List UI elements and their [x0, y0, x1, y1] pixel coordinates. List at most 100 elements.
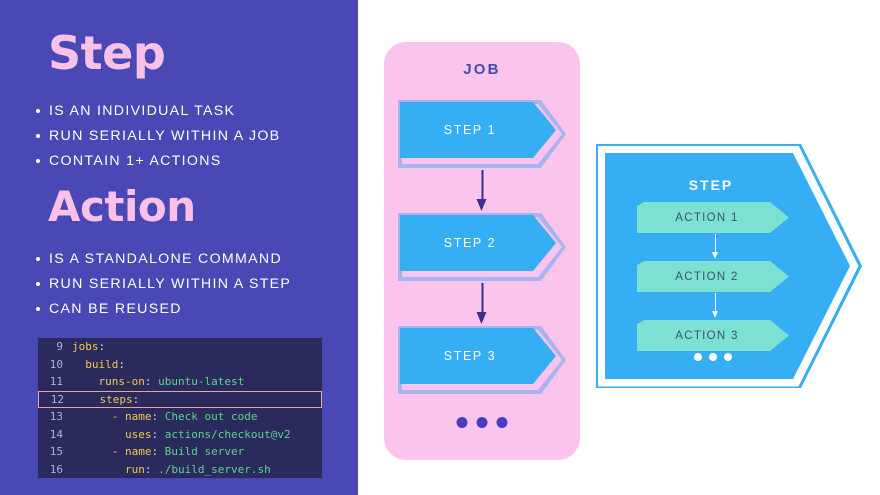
bullet-text: IS AN INDIVIDUAL TASK	[49, 103, 236, 119]
code-indent	[72, 375, 99, 388]
action-label: ACTION 2	[675, 270, 739, 283]
code-indent	[72, 463, 125, 476]
code-colon: :	[144, 375, 152, 389]
arrow-head	[712, 311, 719, 318]
arrow-head	[476, 199, 487, 211]
left-info-panel: Step IS AN INDIVIDUAL TASK RUN SERIALLY …	[0, 0, 358, 495]
code-dash: -	[111, 445, 125, 459]
job-step-1[interactable]: STEP 1	[398, 100, 566, 168]
code-indent	[72, 410, 112, 423]
code-key: runs-on	[98, 375, 145, 389]
step-chevron-fill: STEP 2	[400, 215, 556, 271]
list-item: RUN SERIALLY WITHIN A STEP	[36, 272, 291, 297]
action-2[interactable]: ACTION 2	[637, 261, 789, 292]
step-more-dots-icon	[694, 353, 732, 361]
dot	[709, 353, 717, 361]
code-colon: :	[118, 357, 125, 371]
code-value: ./build_server.sh	[151, 462, 271, 476]
code-line-text: runs-on: ubuntu-latest	[72, 375, 245, 389]
action-1[interactable]: ACTION 1	[637, 202, 789, 233]
down-arrow-icon	[712, 293, 719, 319]
code-value: ubuntu-latest	[151, 375, 245, 389]
step-chevron-fill: STEP 3	[400, 328, 556, 384]
bullet-text: CAN BE REUSED	[49, 300, 182, 317]
code-line-text: steps:	[73, 392, 140, 406]
code-line-number: 12	[50, 392, 64, 406]
bullet-text: RUN SERIALLY WITHIN A JOB	[49, 127, 281, 144]
code-line-number: 16	[49, 462, 63, 476]
code-colon: :	[144, 462, 152, 476]
job-more-dots-icon	[456, 417, 508, 428]
dot	[476, 417, 488, 428]
action-label: ACTION 3	[675, 329, 739, 342]
bullet-dot-icon	[36, 158, 40, 163]
action-chevron-fill	[637, 261, 789, 292]
action-chevron-fill	[637, 320, 789, 351]
code-value: Build server	[158, 445, 245, 459]
bullet-text: CONTAIN 1+ ACTIONS	[49, 152, 222, 169]
code-line: 13 - name: Check out code	[38, 408, 322, 426]
arrow-shaft	[715, 293, 717, 313]
code-key: run	[124, 462, 145, 476]
bullet-text: IS A STANDALONE COMMAND	[49, 251, 283, 267]
list-item: RUN SERIALLY WITHIN A JOB	[36, 124, 280, 149]
code-line-number: 13	[49, 410, 63, 424]
action-label: ACTION 1	[675, 211, 739, 224]
step-chevron-fill: STEP 1	[400, 102, 556, 158]
list-item: IS A STANDALONE COMMAND	[36, 247, 291, 272]
code-line-text: run: ./build_server.sh	[72, 463, 271, 476]
code-key: jobs	[72, 340, 99, 354]
bullet-dot-icon	[36, 306, 40, 311]
arrow-shaft	[481, 170, 483, 201]
arrow-head	[712, 252, 719, 259]
action-3[interactable]: ACTION 3	[637, 320, 789, 351]
code-line-number: 14	[49, 427, 63, 441]
code-indent	[72, 445, 112, 458]
down-arrow-icon	[476, 283, 488, 324]
code-line-number: 11	[49, 375, 63, 389]
code-line-number: 15	[49, 445, 63, 459]
code-key: steps	[99, 392, 133, 406]
step-panel-title: STEP	[688, 177, 734, 193]
code-indent	[72, 428, 125, 441]
job-step-3[interactable]: STEP 3	[398, 326, 566, 394]
code-line-text: jobs:	[72, 340, 105, 353]
code-key: build	[85, 357, 119, 371]
bullet-dot-icon	[36, 109, 40, 114]
dot	[724, 353, 732, 361]
code-value: Check out code	[158, 410, 258, 424]
code-line: 15 - name: Build server	[38, 443, 322, 461]
code-colon: :	[151, 427, 159, 441]
list-item: CONTAIN 1+ ACTIONS	[36, 149, 280, 174]
job-step-2[interactable]: STEP 2	[398, 213, 566, 281]
bullet-dot-icon	[36, 257, 40, 262]
job-panel-title: JOB	[463, 61, 501, 78]
bullet-text: RUN SERIALLY WITHIN A STEP	[49, 275, 292, 292]
job-panel: JOB STEP 1 STEP 2 STE	[384, 42, 580, 460]
step-panel: STEP ACTION 1 ACTION 2 ACTION 3	[596, 144, 862, 388]
code-value: actions/checkout@v2	[158, 427, 291, 441]
code-line: 12 steps:	[38, 390, 322, 408]
step-label: STEP 2	[443, 236, 497, 250]
step-label: STEP 3	[443, 349, 497, 363]
code-line: 10 build:	[38, 356, 322, 374]
code-line: 16 run: ./build_server.sh	[38, 461, 322, 479]
code-colon: :	[151, 410, 159, 424]
code-line: 11 runs-on: ubuntu-latest	[38, 373, 322, 391]
code-colon: :	[98, 340, 106, 354]
bullet-dot-icon	[36, 134, 40, 139]
dot	[694, 353, 702, 361]
action-bullet-list: IS A STANDALONE COMMAND RUN SERIALLY WIT…	[36, 247, 291, 321]
step-label: STEP 1	[443, 123, 497, 137]
code-line-text: - name: Build server	[72, 445, 244, 458]
code-line: 14 uses: actions/checkout@v2	[38, 426, 322, 444]
code-indent	[72, 358, 85, 371]
down-arrow-icon	[712, 234, 719, 260]
arrow-shaft	[481, 283, 483, 314]
code-dash: -	[111, 410, 125, 424]
action-heading: Action	[48, 182, 196, 231]
action-chevron-fill	[637, 202, 789, 233]
list-item: IS AN INDIVIDUAL TASK	[36, 99, 280, 124]
